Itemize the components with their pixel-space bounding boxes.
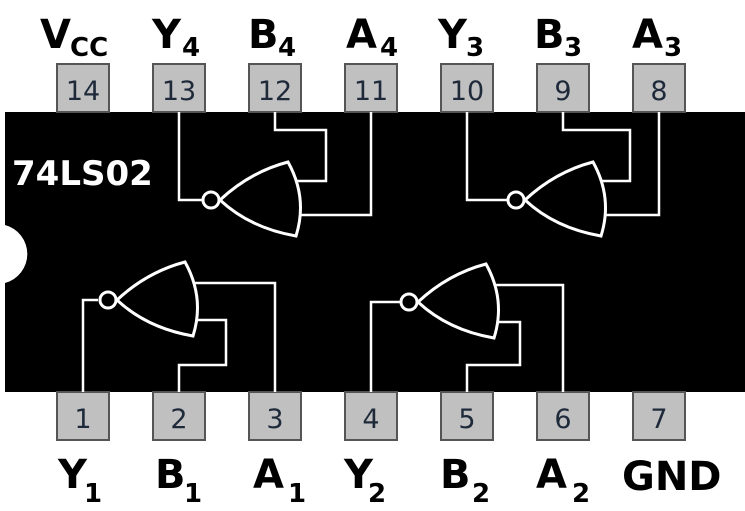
pin-6 xyxy=(536,391,590,441)
pin-label: V xyxy=(40,12,71,58)
pin-4 xyxy=(344,391,398,441)
pin-label: Y xyxy=(343,452,374,498)
bottom-pin-row: 1 2 3 4 5 6 7 xyxy=(56,391,686,441)
pin-label-sub: 2 xyxy=(472,479,490,509)
wire-y3 xyxy=(465,112,507,202)
pin-label-sub: 1 xyxy=(288,479,306,509)
pin-number: 12 xyxy=(258,76,292,107)
nor-gate-1 xyxy=(81,260,277,392)
wire-b3 xyxy=(561,112,632,183)
pin-label: B xyxy=(155,452,186,498)
pin-label: A xyxy=(632,12,663,58)
wire-b2 xyxy=(465,320,522,392)
pin-label-sub: 3 xyxy=(664,33,682,63)
top-pin-row: 14 13 12 11 10 9 8 xyxy=(56,63,686,113)
pin-number: 10 xyxy=(450,76,484,107)
pin-number: 2 xyxy=(170,404,187,435)
chip-notch xyxy=(5,225,28,283)
pin-label-sub: 1 xyxy=(184,479,202,509)
pin-label-sub: 4 xyxy=(278,33,296,63)
nor-gate-bubble xyxy=(201,190,221,210)
nor-gate-bubble xyxy=(98,290,118,310)
wire-y1 xyxy=(81,298,98,392)
pin-number: 1 xyxy=(74,404,91,435)
pin-label: Y xyxy=(151,12,182,58)
pin-14 xyxy=(56,63,110,113)
chip-body xyxy=(5,112,745,392)
pin-label: A xyxy=(346,12,377,58)
pin-label: GND xyxy=(622,454,722,500)
pin-label-sub: 2 xyxy=(572,479,590,509)
pin-number: 6 xyxy=(554,404,571,435)
pin-7 xyxy=(632,391,686,441)
nor-gate-3 xyxy=(465,112,661,238)
pin-13 xyxy=(152,63,206,113)
pin-label-sub: 3 xyxy=(466,33,484,63)
pin-label: Y xyxy=(437,12,468,58)
wire-b1 xyxy=(177,318,228,392)
top-pin-labels: V CC Y 4 B 4 A 4 Y 3 B 3 A 3 xyxy=(40,12,682,63)
wire-a3 xyxy=(595,112,661,217)
pin-number: 14 xyxy=(66,76,100,107)
pin-label: A xyxy=(253,452,284,498)
pin-3 xyxy=(248,391,302,441)
wire-y2 xyxy=(369,300,400,392)
pin-number: 11 xyxy=(354,76,388,107)
pin-label-sub: 1 xyxy=(84,479,102,509)
pin-label-sub: 2 xyxy=(368,479,386,509)
nor-gate-2 xyxy=(369,262,565,392)
pin-number: 8 xyxy=(650,76,667,107)
pin-number: 9 xyxy=(554,76,571,107)
wire-y4 xyxy=(177,112,202,202)
pin-2 xyxy=(152,391,206,441)
pin-label-sub: 4 xyxy=(182,33,200,63)
nor-gate-4 xyxy=(177,112,373,238)
wire-a2 xyxy=(495,283,565,392)
pin-label-sub: 4 xyxy=(380,33,398,63)
nor-gate-body xyxy=(522,160,607,238)
pin-label: B xyxy=(248,12,279,58)
pin-number: 13 xyxy=(162,76,196,107)
nor-gate-body xyxy=(114,260,199,338)
pin-label: Y xyxy=(57,452,88,498)
pin-label: B xyxy=(440,452,471,498)
pin-number: 7 xyxy=(650,404,667,435)
pin-number: 3 xyxy=(266,404,283,435)
pin-label: A xyxy=(536,452,567,498)
chip-name: 74LS02 xyxy=(12,154,153,194)
wire-a4 xyxy=(290,112,373,217)
pin-label-sub: 3 xyxy=(564,33,582,63)
nor-gate-bubble xyxy=(506,190,526,210)
pin-label: B xyxy=(534,12,565,58)
wire-b4 xyxy=(273,112,328,183)
pin-label-sub: CC xyxy=(70,33,108,63)
nor-gate-body xyxy=(415,262,500,340)
nor-gate-bubble xyxy=(399,292,419,312)
pin-number: 4 xyxy=(362,404,379,435)
bottom-pin-labels: Y 1 B 1 A 1 Y 2 B 2 A 2 GND xyxy=(57,452,722,509)
wire-a1 xyxy=(195,281,277,392)
pin-number: 5 xyxy=(458,404,475,435)
nor-gate-body xyxy=(217,160,302,238)
